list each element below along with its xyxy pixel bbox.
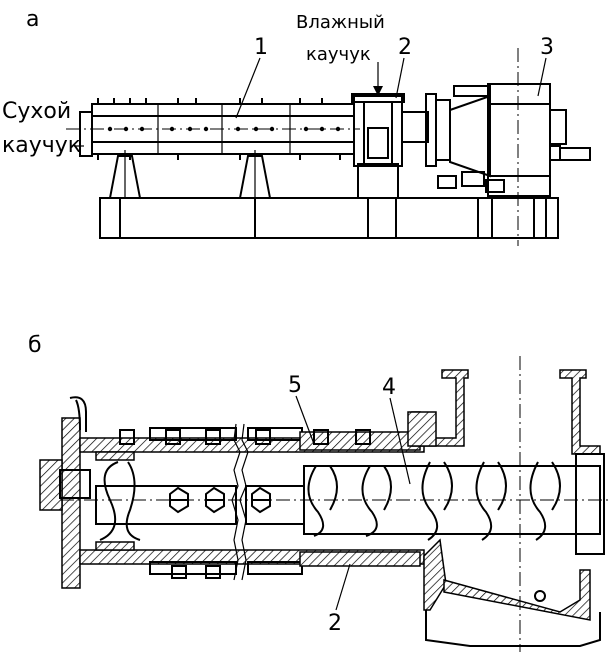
feed-housing — [407, 356, 605, 652]
callout-1: 1 — [254, 35, 268, 60]
panel-a: а — [2, 7, 591, 246]
panel-b: б — [28, 333, 612, 652]
callout-5: 5 — [288, 373, 302, 398]
dry-rubber-label-line2: каучук — [2, 133, 81, 158]
callout-3: 3 — [540, 35, 554, 60]
callout-4: 4 — [382, 375, 396, 400]
panel-a-label: а — [26, 7, 39, 32]
screw-4 — [60, 461, 612, 541]
screw-shaft — [95, 485, 305, 525]
panel-b-label: б — [28, 333, 42, 358]
barrel-1 — [66, 98, 360, 160]
dry-rubber-label-line1: Сухой — [2, 99, 71, 124]
end-flange — [39, 396, 91, 589]
wet-rubber-label-line1: Влажный — [296, 12, 385, 33]
wet-rubber-label-line2: каучук — [306, 44, 371, 65]
callout-2-b: 2 — [328, 611, 342, 636]
reducer-3 — [401, 48, 591, 246]
barrel-supports — [108, 150, 399, 199]
base-frame — [99, 197, 559, 239]
feed-section-2 — [351, 62, 405, 167]
callout-2-a: 2 — [398, 35, 412, 60]
